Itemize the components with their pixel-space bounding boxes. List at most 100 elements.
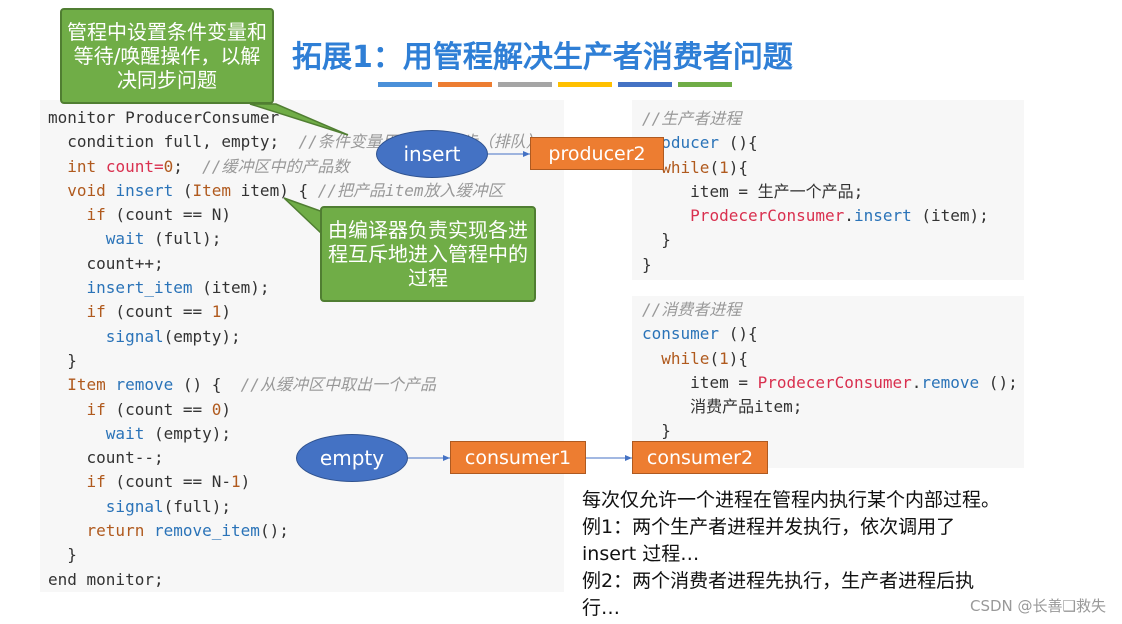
title-underline <box>378 82 732 87</box>
code-function: remove <box>921 372 980 392</box>
underline-bar <box>498 82 552 87</box>
note-line: 每次仅允许一个进程在管程内执行某个内部过程。 <box>582 489 1001 511</box>
code-number: 1 <box>719 157 729 177</box>
code-token: (count == <box>105 302 212 322</box>
code-token: ){ <box>728 348 748 368</box>
code-token: (); <box>979 372 1018 392</box>
code-comment: //消费者进程 <box>642 300 742 319</box>
code-line: } <box>67 350 77 370</box>
code-number: 0 <box>211 399 222 419</box>
code-token: (full); <box>144 229 222 249</box>
code-token: ProdecerConsumer <box>757 372 912 392</box>
code-function: wait <box>105 423 145 443</box>
code-keyword: int <box>67 156 97 176</box>
producer-code-panel <box>632 100 1024 280</box>
arrow-head <box>443 455 450 461</box>
code-token: ){ <box>728 157 748 177</box>
code-token: ) <box>221 399 232 419</box>
code-token: (full); <box>163 496 232 516</box>
callout-mutex: 由编译器负责实现各进程互斥地进入管程中的过程 <box>320 206 536 302</box>
code-comment: //把产品item放入缓冲区 <box>317 180 504 200</box>
code-line: } <box>642 254 652 274</box>
code-token: ( <box>709 157 720 177</box>
code-token: (item); <box>192 278 270 298</box>
code-line: count++; <box>86 253 164 273</box>
code-token: (item); <box>911 206 989 226</box>
code-token: () { <box>173 375 241 395</box>
code-token: count= <box>105 156 164 176</box>
code-comment: //生产者进程 <box>642 109 742 128</box>
code-function: insert <box>853 206 912 226</box>
watermark: CSDN @长善❑救失 <box>970 597 1106 615</box>
monitor-code: monitor ProducerConsumer condition full,… <box>48 106 542 592</box>
code-token: ) <box>221 302 232 322</box>
code-keyword: if <box>86 472 106 492</box>
page-title: 拓展1：用管程解决生产者消费者问题 <box>292 40 793 75</box>
consumer-code: //消费者进程 consumer (){ while(1){ item = Pr… <box>642 300 1018 441</box>
callout-pointer <box>249 103 349 136</box>
code-line: count--; <box>86 448 164 468</box>
code-line: } <box>661 421 671 441</box>
code-token: ( <box>709 348 720 368</box>
code-function: signal <box>105 496 164 516</box>
monitor-code-panel <box>40 100 564 592</box>
code-number: 1 <box>211 302 222 322</box>
code-token: (empty); <box>163 326 241 346</box>
code-function: signal <box>105 326 164 346</box>
callout-text: 管程中设置条件变量和等待/唤醒操作，以解决同步问题 <box>67 20 267 92</box>
code-function: wait <box>105 229 145 249</box>
underline-bar <box>378 82 432 87</box>
code-comment: //从缓冲区中取出一个产品 <box>240 375 436 395</box>
code-keyword: if <box>86 205 106 225</box>
code-number: 0 <box>163 156 174 176</box>
underline-bar <box>558 82 612 87</box>
code-line: 消费产品item; <box>690 397 803 417</box>
note-line: 例1：两个生产者进程并发执行，依次调用了 <box>582 516 956 538</box>
code-function: remove <box>115 375 174 395</box>
code-line: } <box>67 545 77 565</box>
ellipse-label: insert <box>403 142 461 166</box>
underline-bar <box>438 82 492 87</box>
box-label: consumer2 <box>646 446 754 469</box>
code-keyword: Item <box>67 375 106 395</box>
code-token: ) <box>240 472 251 492</box>
arrow-head <box>523 151 530 157</box>
ellipse-label: empty <box>319 446 385 470</box>
code-token: (){ <box>719 324 758 344</box>
consumer1-box: consumer1 <box>450 441 586 474</box>
note-line: 例2：两个消费者进程先执行，生产者进程后执 <box>582 570 975 592</box>
code-token: (empty); <box>144 423 232 443</box>
insert-ellipse: insert <box>376 130 488 178</box>
code-keyword: Item <box>192 180 232 200</box>
code-number: 1 <box>719 348 729 368</box>
code-line: condition full, empty; <box>48 132 299 152</box>
code-token: item = <box>690 372 758 392</box>
code-number: 1 <box>231 472 241 492</box>
code-function: insert <box>115 180 174 200</box>
empty-ellipse: empty <box>296 434 408 482</box>
producer2-box: producer2 <box>530 137 664 170</box>
code-token: (count == N- <box>105 472 232 492</box>
explanation-text: 每次仅允许一个进程在管程内执行某个内部过程。 例1：两个生产者进程并发执行，依次… <box>582 487 1082 622</box>
code-keyword: if <box>86 302 106 322</box>
code-keyword: while <box>661 157 710 177</box>
arrow-head <box>625 455 632 461</box>
code-token: (count == N) <box>105 205 232 225</box>
code-line: item = 生产一个产品; <box>690 181 864 201</box>
code-keyword: while <box>661 348 710 368</box>
code-token: (); <box>259 521 289 541</box>
code-token: ProdecerConsumer <box>690 206 845 226</box>
box-label: consumer1 <box>464 446 572 469</box>
consumer-code-panel <box>632 296 1024 468</box>
code-keyword: if <box>86 399 106 419</box>
code-token: (){ <box>719 133 758 153</box>
callout-text: 由编译器负责实现各进程互斥地进入管程中的过程 <box>328 218 528 290</box>
note-line: 行… <box>582 597 621 619</box>
code-line: } <box>661 230 671 250</box>
underline-bar <box>618 82 672 87</box>
code-keyword: void <box>67 180 106 200</box>
code-token: item) { <box>231 180 318 200</box>
code-comment: //缓冲区中的产品数 <box>202 156 350 176</box>
code-line: end monitor; <box>48 569 164 589</box>
box-label: producer2 <box>548 142 646 165</box>
